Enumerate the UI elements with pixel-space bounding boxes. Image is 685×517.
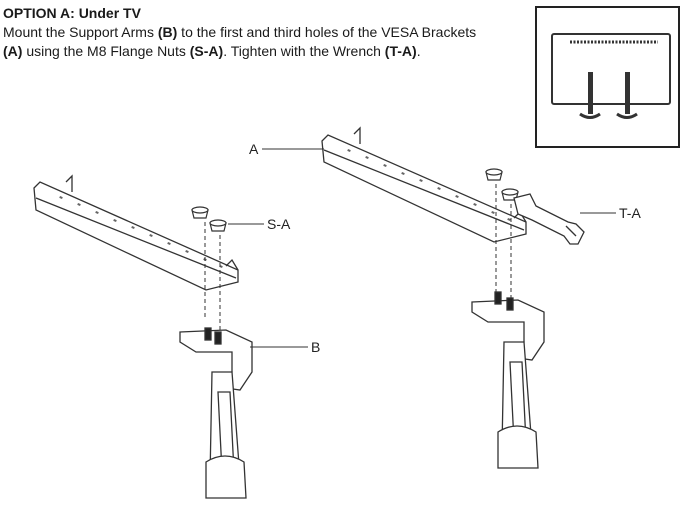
text-segment: to the first and third holes of the VESA… xyxy=(177,24,477,40)
callout-leaders xyxy=(228,148,616,348)
support-arm-right xyxy=(625,72,630,114)
text-segment: Mount the Support Arms xyxy=(3,24,158,40)
callout-b: B xyxy=(311,339,320,355)
support-arm-left xyxy=(179,327,253,499)
vesa-bracket-left xyxy=(33,174,239,291)
text-segment: . xyxy=(416,43,421,59)
support-foot-right xyxy=(616,112,638,119)
wrench xyxy=(513,193,585,245)
tv-overview-inset xyxy=(535,6,680,148)
callout-s-a: S-A xyxy=(267,216,291,232)
part-ref-b: (B) xyxy=(157,24,178,40)
tv-outline xyxy=(551,33,671,105)
alignment-lines-right xyxy=(495,184,512,300)
callout-t-a: T-A xyxy=(619,205,641,221)
part-ref-a: (A) xyxy=(3,43,23,59)
flange-nut-left-2 xyxy=(209,219,227,232)
support-foot-left xyxy=(579,112,601,119)
vesa-bracket-right xyxy=(321,126,527,243)
instruction-line-2: (A) using the M8 Flange Nuts (S-A). Tigh… xyxy=(3,42,523,61)
alignment-lines-left xyxy=(204,222,221,330)
instruction-line-1: Mount the Support Arms (B) to the first … xyxy=(3,23,523,42)
text-segment: using the M8 Flange Nuts xyxy=(22,43,190,59)
flange-nut-left-1 xyxy=(191,206,209,219)
flange-nut-right-1 xyxy=(485,168,503,181)
part-ref-t-a: (T-A) xyxy=(384,43,417,59)
part-ref-s-a: (S-A) xyxy=(189,43,224,59)
support-arm-right xyxy=(471,291,545,469)
callout-a: A xyxy=(249,141,259,157)
text-segment: . Tighten with the Wrench xyxy=(223,43,385,59)
instructions-block: OPTION A: Under TV Mount the Support Arm… xyxy=(3,4,523,61)
support-arm-left xyxy=(588,72,593,114)
option-heading: OPTION A: Under TV xyxy=(3,5,141,21)
